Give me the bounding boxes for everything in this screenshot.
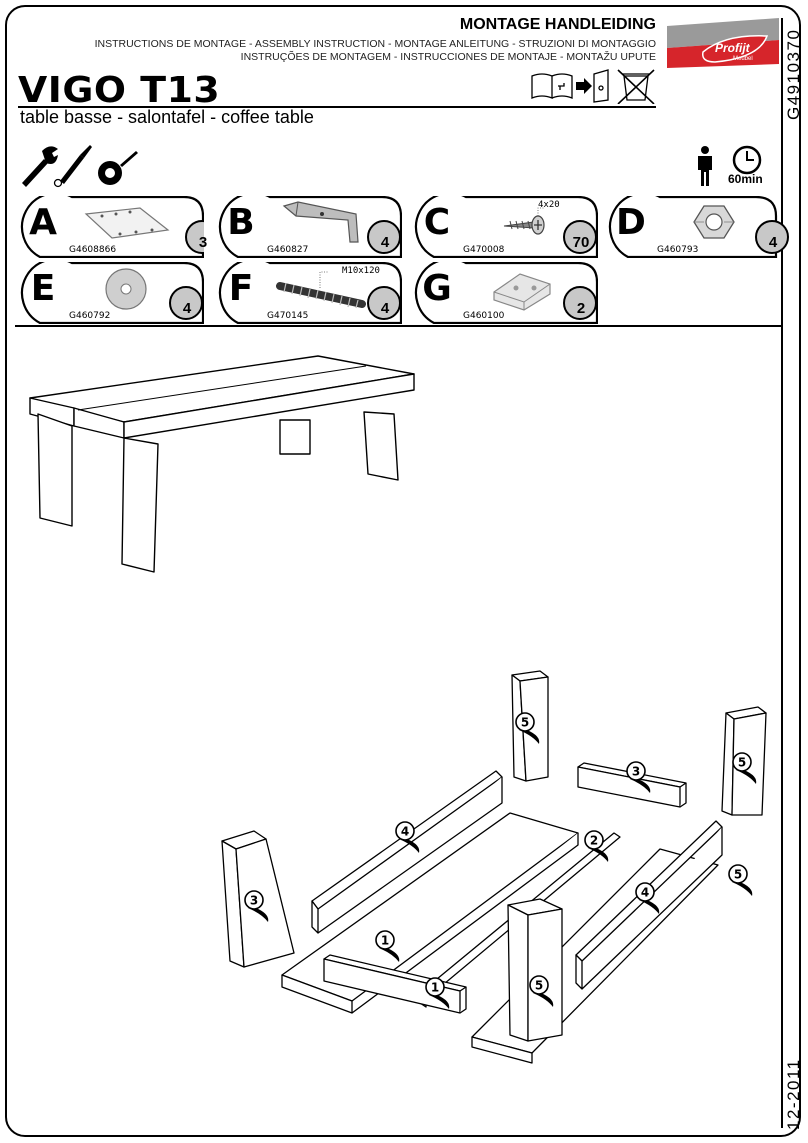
side-divider (781, 18, 783, 1128)
part-dimension: 4x20 (538, 200, 560, 210)
part-code: G470008 (463, 245, 505, 255)
section-divider (15, 325, 781, 327)
part-card-g: G 2 G460100 (408, 262, 598, 324)
wrench-icon (22, 146, 58, 187)
page-border (5, 5, 801, 1137)
part-card-a: A 3 G4608866 (14, 196, 207, 258)
assembly-time: 60min (728, 172, 763, 186)
product-name: VIGO T13 (18, 70, 221, 111)
manual-title: MONTAGE HANDLEIDING (459, 16, 656, 33)
callout-number: 4 (641, 886, 649, 900)
callout-number: 3 (632, 765, 640, 779)
manual-icons (531, 69, 655, 104)
part-quantity: 70 (572, 234, 590, 251)
threaded-rod-icon (276, 271, 366, 309)
part-letter: G (422, 268, 452, 309)
part-letter: D (616, 202, 646, 243)
callout-number: 1 (381, 934, 389, 948)
mounting-plate-icon (84, 207, 170, 239)
callout-number: 5 (521, 716, 529, 730)
clock-icon (732, 145, 762, 175)
part-letter: A (29, 202, 57, 243)
part-code: G470145 (267, 311, 309, 321)
tools-icons (22, 145, 138, 188)
product-subtitle: table basse - salontafel - coffee table (20, 107, 314, 127)
part-quantity: 2 (576, 300, 586, 317)
binder-icon (593, 69, 609, 103)
part-dimension: M10x120 (342, 266, 380, 276)
screwdriver-icon (53, 145, 92, 188)
tape-measure-icon (98, 151, 138, 185)
part-code: G460793 (657, 245, 699, 255)
part-card-b: B 4 G460827 (212, 196, 402, 258)
part-card-f: F 4 G470145 M10x120 (212, 262, 402, 324)
callout-badge: 4 (635, 882, 660, 914)
no-trash-icon (617, 69, 655, 104)
part-letter: F (228, 268, 254, 309)
part-code: G460100 (463, 311, 505, 321)
assembled-table-illustration (29, 355, 415, 573)
language-line-2: INSTRUÇÕES DE MONTAGEM - INSTRUCCIONES D… (240, 51, 656, 63)
part-quantity: 3 (198, 234, 208, 251)
part-card-d: D 4 G460793 (602, 196, 792, 258)
svg-text:Meubel: Meubel (733, 56, 753, 62)
part-letter: B (227, 202, 255, 243)
part-letter: E (30, 268, 56, 309)
svg-text:Profijt: Profijt (715, 41, 751, 55)
callout-number: 5 (734, 868, 742, 882)
part-card-e: E 4 G460792 (14, 262, 204, 324)
callout-badge: 1 (375, 930, 400, 962)
callout-number: 5 (738, 756, 746, 770)
callout-number: 4 (401, 825, 409, 839)
part-quantity: 4 (380, 300, 390, 317)
callout-badge: 5 (732, 752, 757, 784)
part-quantity: 4 (182, 300, 192, 317)
part-letter: C (423, 202, 451, 243)
callout-badge: 3 (244, 890, 269, 922)
callout-badge: 5 (529, 975, 554, 1007)
washer-icon (105, 268, 147, 310)
part-quantity: 4 (380, 234, 390, 251)
callout-badge: 1 (425, 977, 450, 1009)
callout-number: 5 (535, 979, 543, 993)
brand-logo: Profijt Meubel (667, 18, 779, 68)
exploded-view-diagram (221, 670, 767, 1064)
person-icon (698, 146, 712, 186)
part-card-frame (608, 196, 789, 258)
callout-number: 2 (590, 834, 598, 848)
callout-badge: 4 (395, 821, 420, 853)
language-line-1: INSTRUCTIONS DE MONTAGE - ASSEMBLY INSTR… (94, 38, 656, 50)
screw-icon (503, 207, 545, 235)
hex-nut-icon (693, 205, 735, 239)
part-card-c: C 70 G470008 4x20 (408, 196, 598, 258)
open-book-icon (531, 73, 573, 99)
callout-badge: 5 (728, 864, 753, 896)
title-underline (18, 106, 656, 108)
callout-badge: 2 (584, 830, 609, 862)
callout-badge: 3 (626, 761, 651, 793)
part-code: G460792 (69, 311, 111, 321)
corner-block-icon (493, 273, 551, 311)
callout-number: 3 (250, 894, 258, 908)
callout-badge: 5 (515, 712, 540, 744)
arrow-right-icon (576, 78, 592, 94)
callout-number: 1 (431, 981, 439, 995)
part-quantity: 4 (768, 234, 778, 251)
part-code: G4608866 (69, 245, 117, 255)
angle-bracket-icon (282, 201, 359, 243)
part-code: G460827 (267, 245, 309, 255)
